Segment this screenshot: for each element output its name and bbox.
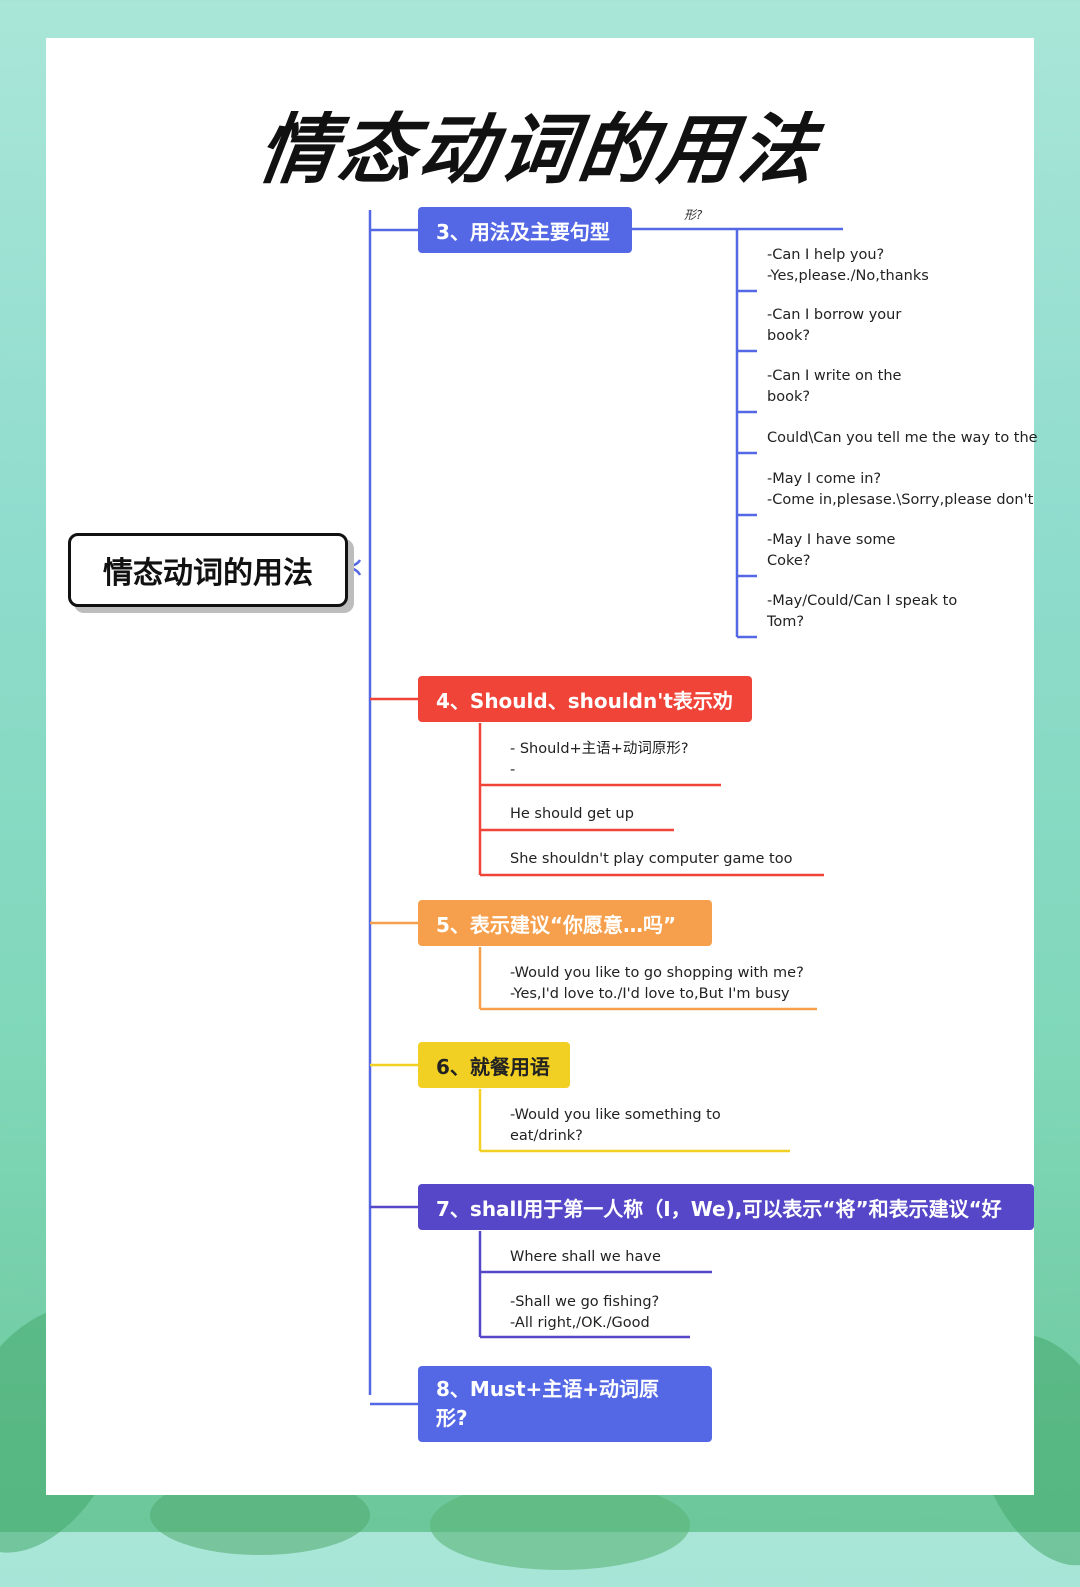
mindmap-connectors <box>341 210 843 1406</box>
branch-4-item-3: She shouldn't play computer game too <box>510 851 793 867</box>
branch-3-fragment: 形? <box>684 208 703 222</box>
branch-6-item-1: -Would you like something to eat/drink? <box>510 1107 721 1144</box>
branch-8-node[interactable]: 8、Must+主语+动词原 形? <box>418 1366 712 1442</box>
branch-7-node[interactable]: 7、shall用于第一人称（I，We),可以表示“将”和表示建议“好 <box>418 1184 1034 1230</box>
branch-3-item-5: -May I come in? -Come in,plesase.\Sorry,… <box>767 471 1034 508</box>
branch-6-node[interactable]: 6、就餐用语 <box>418 1042 570 1088</box>
branch-3-item-2: -Can I borrow your book? <box>767 307 902 344</box>
branch-5-item-1: -Would you like to go shopping with me? … <box>510 965 804 1002</box>
branch-3-item-1: -Can I help you? -Yes,please./No,thanks <box>767 247 929 284</box>
content-card <box>46 38 1034 1495</box>
branch-5-node[interactable]: 5、表示建议“你愿意…吗” <box>418 900 712 946</box>
branch-3-item-4: Could\Can you tell me the way to the <box>767 430 1038 446</box>
branch-4-item-2: He should get up <box>510 806 634 822</box>
branch-3-item-3: -Can I write on the book? <box>767 368 902 405</box>
branch-7-item-1: Where shall we have <box>510 1249 661 1265</box>
branch-7-item-2: -Shall we go fishing? -All right,/OK./Go… <box>510 1294 660 1331</box>
root-node[interactable]: 情态动词的用法 <box>68 533 348 607</box>
branch-3-node[interactable]: 3、用法及主要句型 <box>418 207 632 253</box>
branch-3-item-6: -May I have some Coke? <box>767 532 896 569</box>
branch-4-node[interactable]: 4、Should、shouldn't表示劝 <box>418 676 752 722</box>
branch-3-item-7: -May/Could/Can I speak to Tom? <box>767 593 958 630</box>
branch-4-item-1: - Should+主语+动词原形? - <box>510 741 689 778</box>
